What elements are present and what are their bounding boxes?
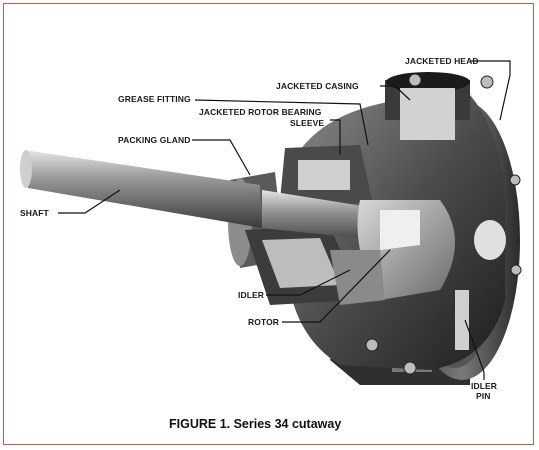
leader-rotor: [282, 249, 391, 323]
bolt: [509, 174, 521, 186]
figure-caption: FIGURE 1. Series 34 cutaway: [169, 417, 341, 431]
leader-lines: [58, 60, 511, 380]
leader-packing-gland: [192, 139, 251, 176]
leader-jacketed-head: [470, 60, 511, 121]
casing-top-port-bore: [386, 72, 470, 92]
label-idler: IDLER: [238, 290, 264, 300]
leader-idler: [266, 269, 351, 296]
label-idler-pin-line1: IDLER: [471, 381, 497, 391]
label-shaft: SHAFT: [20, 208, 50, 218]
label-idler-pin-line2: PIN: [476, 391, 490, 401]
label-jacketed-head: JACKETED HEAD: [405, 56, 479, 66]
bearing-housing-window: [298, 160, 350, 190]
casing-top-port-inner: [400, 88, 455, 140]
bolt: [480, 75, 494, 89]
leader-shaft: [58, 189, 121, 214]
bolt: [408, 73, 422, 87]
label-grease-fitting: GREASE FITTING: [118, 94, 191, 104]
label-rotor-bearing-line2: SLEEVE: [290, 118, 324, 128]
label-rotor: ROTOR: [248, 317, 279, 327]
bolt: [403, 361, 417, 375]
leader-idler-pin: [464, 319, 485, 380]
bolt: [365, 338, 379, 352]
part-labels: JACKETED HEAD JACKETED CASING GREASE FIT…: [20, 56, 497, 401]
shaft-inner-end: [474, 220, 506, 260]
label-packing-gland: PACKING GLAND: [118, 135, 190, 145]
shaft: [24, 150, 262, 228]
label-jacketed-casing: JACKETED CASING: [276, 81, 359, 91]
rotor-tooth: [380, 210, 420, 250]
lower-housing-cutaway: [262, 238, 340, 288]
leader-rotor-bearing: [330, 119, 341, 155]
bolt: [510, 264, 522, 276]
leader-grease-fitting: [194, 99, 369, 146]
pump-illustration: [20, 72, 522, 385]
shaft-end: [20, 150, 32, 188]
leader-jacketed-casing: [380, 85, 411, 101]
idler-pin: [455, 290, 469, 350]
idler: [330, 250, 385, 305]
bolts: [365, 73, 522, 375]
label-rotor-bearing-line1: JACKETED ROTOR BEARING: [199, 107, 322, 117]
